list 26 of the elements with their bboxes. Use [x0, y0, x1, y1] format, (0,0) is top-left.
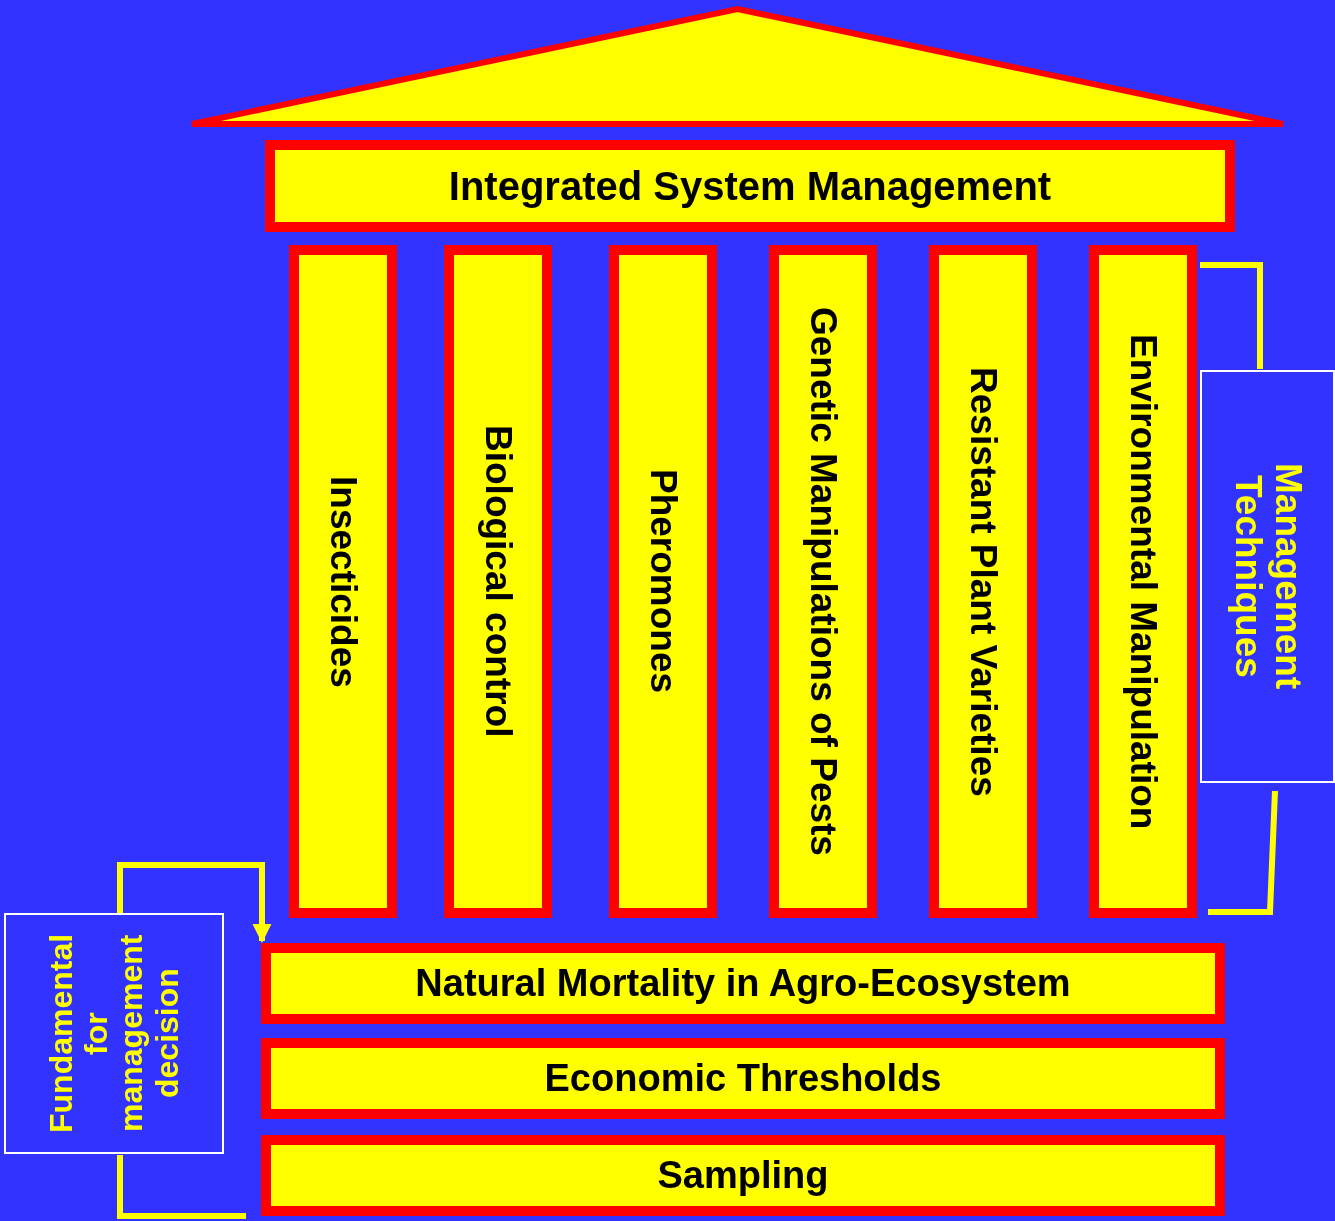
beam-box: [261, 1135, 1225, 1216]
beam-box: [261, 943, 1225, 1024]
pillar-box: [769, 245, 877, 918]
box-label: Genetic Manipulations of Pests: [802, 307, 844, 856]
roof-triangle: [189, 5, 1286, 128]
pillar-box: [609, 245, 717, 918]
box-label: Resistant Plant Varieties: [962, 366, 1004, 797]
arrow: [117, 862, 272, 943]
pillar-box: [1089, 245, 1197, 918]
pillar-box: [929, 245, 1037, 918]
pillar-box: [289, 245, 397, 918]
pillar-box: [444, 245, 552, 918]
box-label: Management Techniques: [1226, 462, 1309, 692]
box-label: Pheromones: [642, 469, 684, 694]
beam-box: [265, 140, 1235, 232]
annotation-box: [1200, 370, 1335, 783]
box-label: Fundamental for management decision: [43, 932, 185, 1136]
box-label: Economic Thresholds: [544, 1057, 942, 1100]
box-label: Natural Mortality in Agro-Ecosystem: [415, 962, 1071, 1005]
annotation-box: [4, 913, 224, 1154]
box-label: Biological control: [477, 425, 519, 738]
beam-box: [261, 1038, 1225, 1119]
box-label: Environmental Manipulation: [1122, 333, 1164, 830]
box-label: Integrated System Management: [448, 164, 1052, 208]
box-label: Sampling: [657, 1154, 829, 1197]
box-label: Insecticides: [322, 475, 364, 688]
